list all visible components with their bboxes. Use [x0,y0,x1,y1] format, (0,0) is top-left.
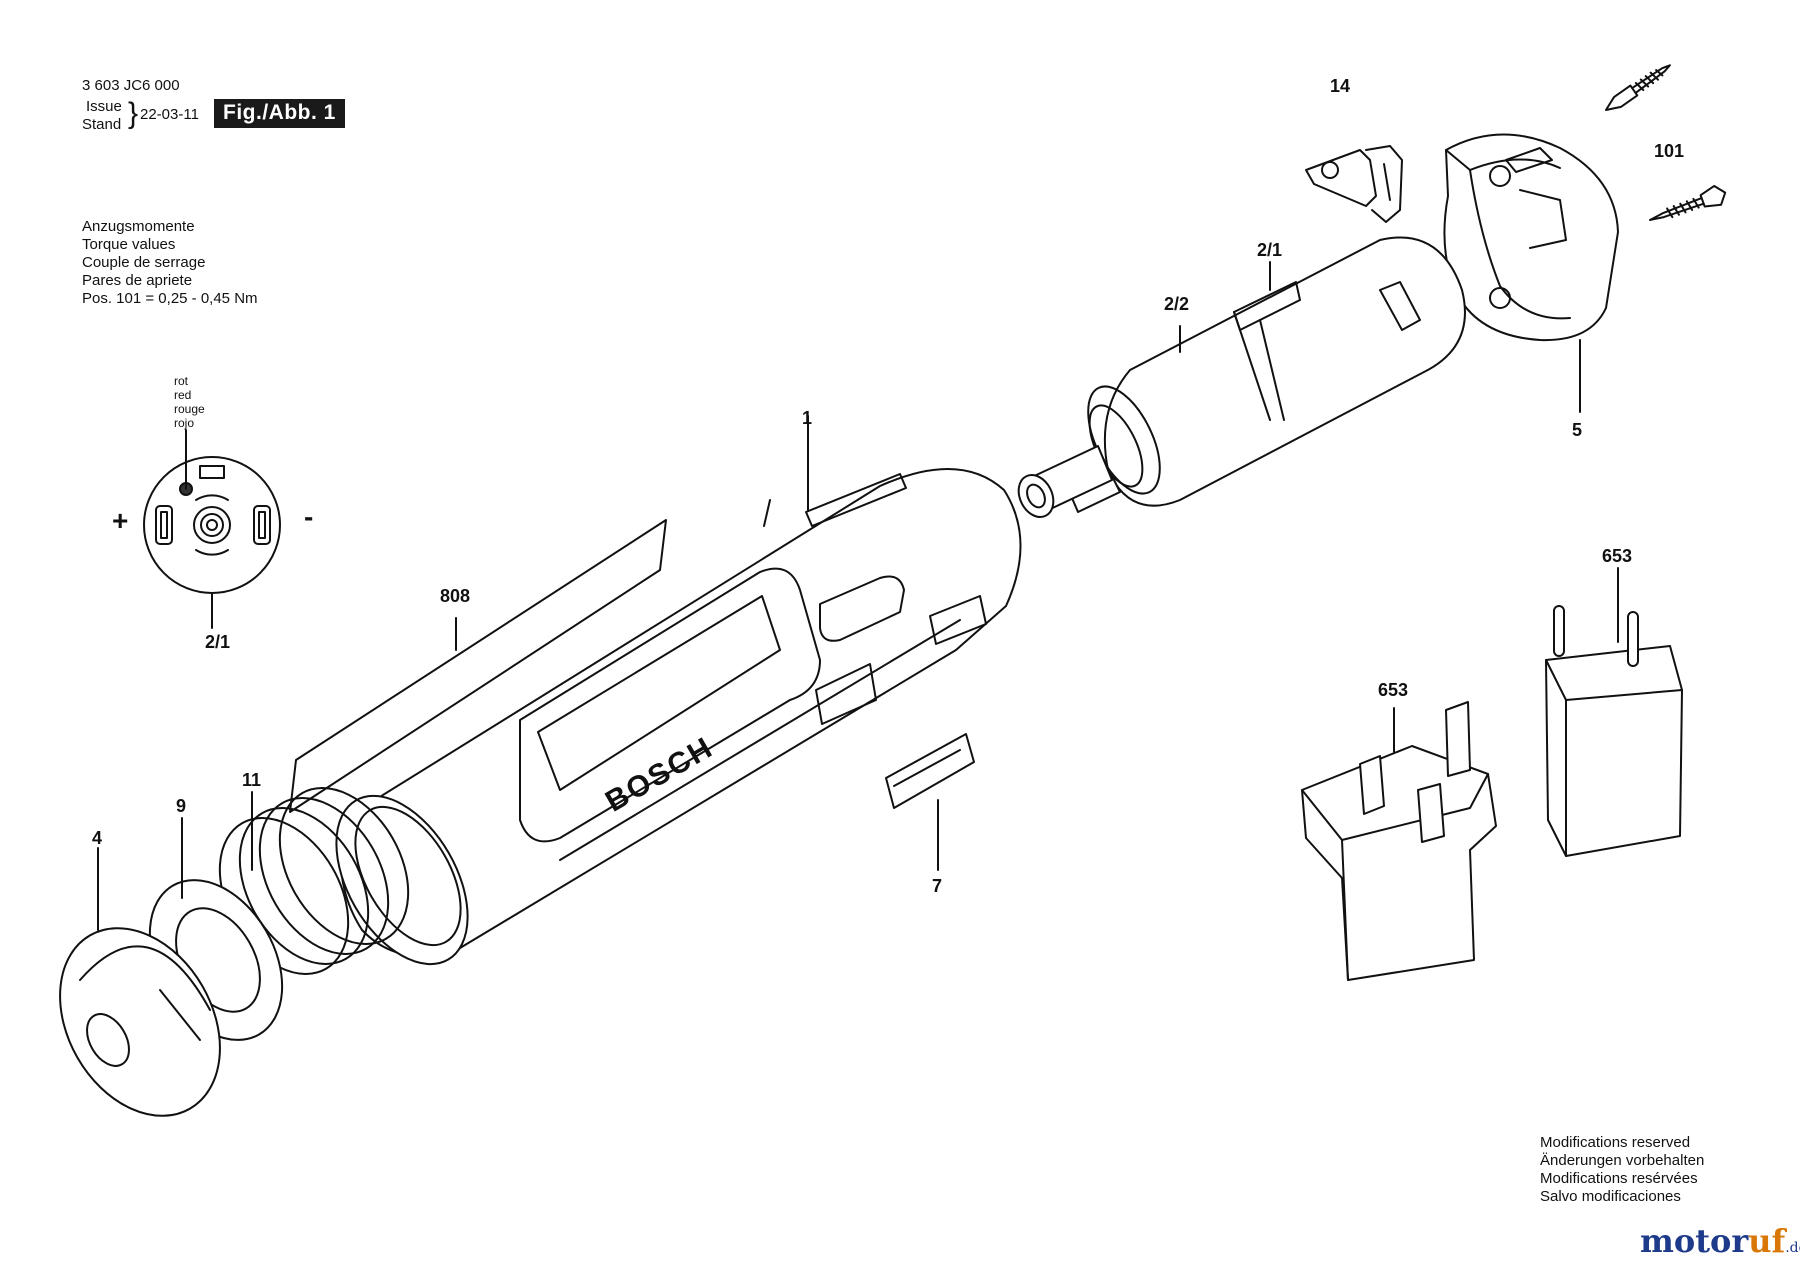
part-label-14: 14 [1330,76,1351,96]
motor-gearbox-2 [1017,236,1466,518]
watermark-suffix: .de [1785,1240,1800,1256]
end-cap-5 [1443,133,1619,413]
part-label-2-1-detail: 2/1 [205,632,231,652]
wire-color: red [174,388,192,402]
wire-color: rouge [174,402,205,416]
front-cap-4 [59,847,221,1117]
modifications-line: Modifications reserved [1540,1134,1691,1151]
housing-1 [335,415,1022,966]
bracket-14 [1305,145,1403,223]
stand-label: Stand [82,116,122,133]
watermark-brand-b: uf [1748,1222,1786,1260]
torque-line: Pos. 101 = 0,25 - 0,45 Nm [82,290,258,307]
eu-plug-653 [1545,567,1683,857]
part-label-11: 11 [242,770,262,790]
watermark-logo: motoruf.de [1640,1222,1800,1260]
plus-terminal-sign: + [112,505,129,536]
issue-brace: } [128,97,139,130]
part-label-9: 9 [176,796,187,816]
figure-badge: Fig./Abb. 1 [214,99,345,128]
part-label-7: 7 [932,876,943,896]
part-label-653-eu: 653 [1602,546,1633,566]
torque-line: Couple de serrage [82,254,206,271]
part-label-808: 808 [440,586,471,606]
screw-101-lower [1649,184,1727,221]
uk-plug-653 [1301,701,1497,981]
watermark-brand-a: motor [1640,1222,1749,1260]
part-label-1: 1 [802,408,813,428]
minus-terminal-sign: - [304,501,314,532]
wire-color: rot [174,374,189,388]
part-label-2-2: 2/2 [1164,294,1190,314]
part-label-4: 4 [92,828,103,848]
modifications-line: Änderungen vorbehalten [1540,1152,1705,1169]
motor-terminal-detail [143,429,281,629]
wire-color: rojo [174,416,195,430]
part-label-5: 5 [1572,420,1583,440]
part-label-101: 101 [1654,141,1685,161]
screw-101-upper [1605,64,1671,111]
document-number: 3 603 JC6 000 [82,77,180,94]
torque-line: Pares de apriete [82,272,193,289]
label-808 [289,519,667,813]
part-label-653-uk: 653 [1378,680,1409,700]
wire-color-labels: rot red rouge rojo [174,374,205,430]
issue-date: 22-03-11 [140,106,199,123]
modifications-line: Modifications resérvées [1540,1170,1698,1187]
slider-7 [885,733,975,871]
modifications-notice: Modifications reserved Änderungen vorbeh… [1540,1134,1704,1206]
modifications-line: Salvo modificaciones [1540,1188,1681,1205]
issue-label: Issue [86,98,122,115]
torque-line: Anzugsmomente [82,218,195,235]
torque-values: Anzugsmomente Torque values Couple de se… [82,218,258,308]
part-label-2-1: 2/1 [1257,240,1283,260]
torque-line: Torque values [82,236,176,253]
